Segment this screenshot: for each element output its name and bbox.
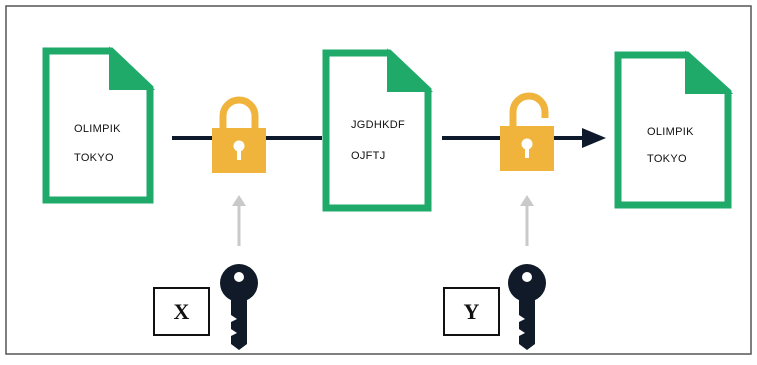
key-arrow-up-2 xyxy=(520,195,534,246)
key-label-box-y xyxy=(443,287,500,336)
document-plaintext-icon xyxy=(42,46,156,204)
key-icon xyxy=(508,264,546,350)
lock-open-icon xyxy=(500,92,554,171)
document-3-line-1: OLIMPIK xyxy=(647,126,694,138)
key-x-label: X xyxy=(173,299,190,324)
document-3-line-2: TOKYO xyxy=(647,153,687,165)
flow-arrowhead xyxy=(582,128,606,148)
document-2-line-2: OJFTJ xyxy=(351,150,386,162)
lock-closed-icon xyxy=(212,96,266,173)
document-2-line-1: JGDHKDF xyxy=(351,119,406,131)
key-y-label: Y xyxy=(463,299,480,324)
diagram-frame xyxy=(5,5,752,355)
key-arrow-up-1 xyxy=(232,195,246,246)
document-ciphertext-icon xyxy=(322,48,434,212)
key-label-box-x xyxy=(153,287,210,336)
document-1-line-1: OLIMPIK xyxy=(74,123,121,135)
document-decrypted-icon xyxy=(614,50,734,209)
key-icon xyxy=(220,264,258,350)
document-1-line-2: TOKYO xyxy=(74,152,114,164)
